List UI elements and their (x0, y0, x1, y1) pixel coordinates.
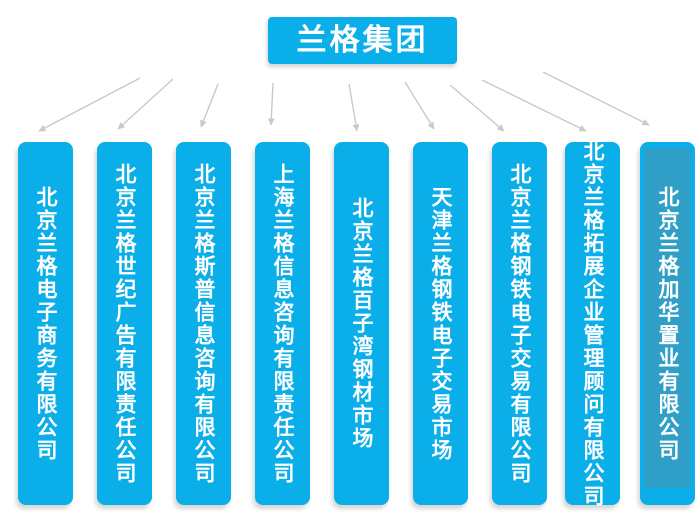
root-node-label: 兰格集团 (296, 23, 429, 57)
company-node-2: 北京兰格世纪广告有限责任公司 (97, 142, 152, 505)
company-name: 上海兰格信息咨询有限责任公司 (271, 162, 294, 485)
company-node-1: 北京兰格电子商务有限公司 (18, 142, 73, 505)
root-node: 兰格集团 (268, 17, 457, 64)
company-node-4: 上海兰格信息咨询有限责任公司 (255, 142, 310, 505)
company-name: 北京兰格世纪广告有限责任公司 (113, 162, 136, 485)
connector-arrow (38, 77, 141, 132)
company-node-6: 天津兰格钢铁电子交易市场 (413, 142, 468, 505)
connector-arrow (200, 83, 219, 128)
highlight-overlay (644, 148, 691, 488)
company-node-3: 北京兰格斯普信息咨询有限公司 (176, 142, 231, 505)
company-node-7: 北京兰格钢铁电子交易有限公司 (492, 142, 547, 505)
company-name: 北京兰格加华置业有限公司 (656, 185, 679, 462)
company-node-5: 北京兰格百子湾钢材市场 (334, 142, 389, 505)
connector-arrow (481, 79, 587, 132)
company-node-9-highlighted: 北京兰格加华置业有限公司 (640, 142, 695, 505)
connector-arrow (348, 83, 360, 132)
company-name: 北京兰格电子商务有限公司 (34, 185, 57, 462)
company-node-8: 北京兰格拓展企业管理顾问有限公司 (565, 139, 620, 508)
connector-arrow (117, 78, 174, 130)
company-name: 北京兰格百子湾钢材市场 (350, 197, 373, 450)
company-name: 天津兰格钢铁电子交易市场 (429, 185, 452, 462)
connector-arrow (542, 71, 650, 126)
connector-arrow (267, 82, 275, 126)
company-name: 北京兰格斯普信息咨询有限公司 (192, 162, 215, 485)
connector-arrow (449, 84, 505, 132)
connector-arrow (404, 81, 435, 130)
company-name: 北京兰格钢铁电子交易有限公司 (508, 162, 531, 485)
company-name: 北京兰格拓展企业管理顾问有限公司 (581, 139, 604, 508)
